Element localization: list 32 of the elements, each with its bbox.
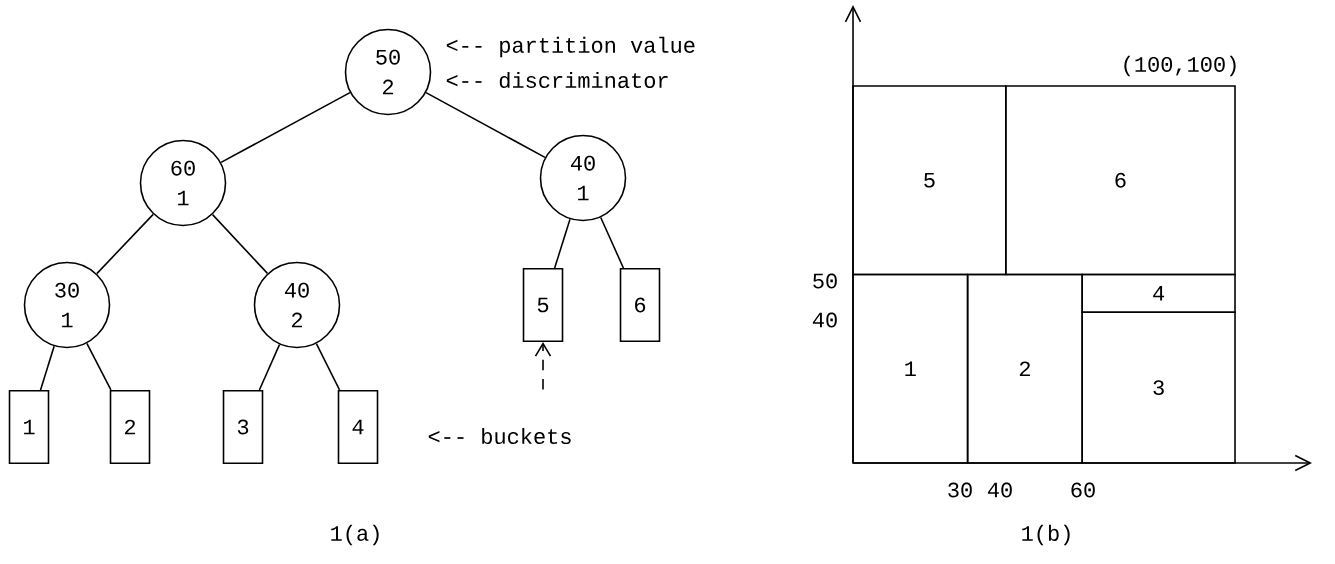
tree-edge xyxy=(39,345,55,391)
axis-tick-label: 40 xyxy=(987,482,1012,498)
bucket-box: 3 xyxy=(222,389,264,465)
bucket-box: 6 xyxy=(619,267,661,343)
partition-region: 3 xyxy=(1081,311,1236,464)
partition-region: 6 xyxy=(1005,85,1236,276)
axis-tick-label: 60 xyxy=(1071,482,1095,498)
tree-edge xyxy=(553,218,571,269)
bucket-box: 5 xyxy=(522,267,564,343)
bucket-box: 4 xyxy=(337,389,379,465)
figure-caption: 1(a) xyxy=(331,524,379,546)
axis-tick-label: 50 xyxy=(813,273,837,289)
tree-edge xyxy=(315,342,341,391)
partition-region: 4 xyxy=(1081,273,1236,313)
annotation-text: <-- buckets xyxy=(428,427,571,445)
tree-edge xyxy=(220,91,351,164)
axis-tick-label: 30 xyxy=(948,482,972,498)
axis-tick-label: 40 xyxy=(812,312,837,328)
figure-caption: 1(b) xyxy=(1022,524,1070,546)
pointer-arrow xyxy=(534,342,552,391)
annotation-text: <-- discriminator xyxy=(446,71,668,89)
tree-edge xyxy=(96,213,154,275)
partition-region: 2 xyxy=(966,273,1083,464)
partition-region: 1 xyxy=(852,273,969,464)
bucket-box: 2 xyxy=(109,389,151,465)
bucket-box: 1 xyxy=(8,389,50,465)
tree-edge xyxy=(258,343,281,391)
tree-edge xyxy=(86,342,112,391)
tree-edge xyxy=(425,91,546,159)
tree-edge xyxy=(599,216,625,269)
tree-edge xyxy=(211,213,269,275)
partition-region: 5 xyxy=(852,85,1007,276)
